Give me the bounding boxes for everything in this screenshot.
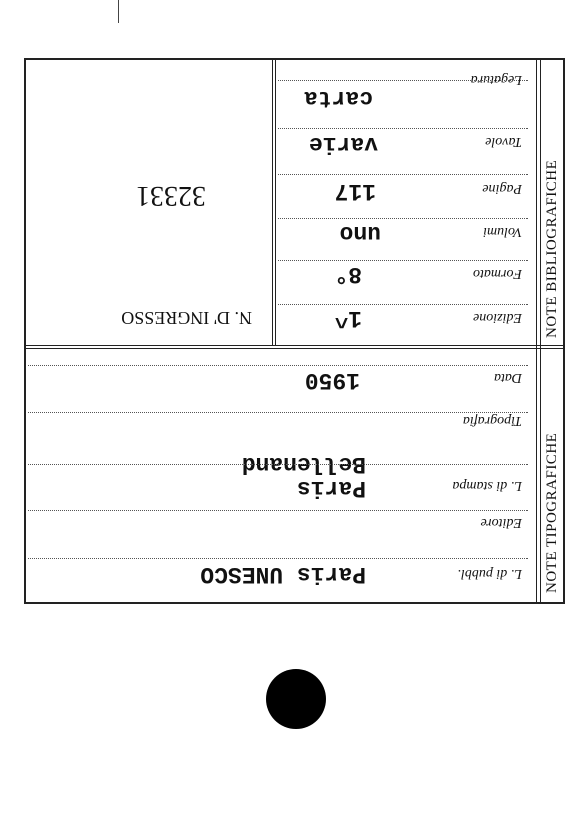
field-label-pagine: Pagine: [482, 181, 522, 196]
field-label-l-pubbl: L. di pubbl.: [457, 566, 522, 581]
dotted-line: [28, 558, 528, 559]
field-value-l-pubbl: Paris UNESCO: [200, 561, 366, 587]
field-label-editore: Editore: [480, 515, 522, 530]
dotted-line: [278, 304, 528, 305]
field-value-data: 1950: [304, 367, 360, 393]
field-label-formato: Formato: [473, 266, 522, 281]
card-left-border: [563, 58, 565, 604]
fields-divider-b: [272, 60, 273, 346]
dotted-line: [28, 412, 528, 413]
section-divider-a: [24, 348, 565, 349]
dotted-line: [278, 260, 528, 261]
ingresso-label: N. D' INGRESSO: [121, 308, 252, 328]
title-column-divider-b: [536, 60, 537, 602]
field-value-legatura: carta: [303, 85, 373, 111]
field-value-volumi: uno: [339, 220, 381, 246]
field-value-tavole: varie: [308, 131, 378, 157]
field-label-volumi: Volumi: [483, 224, 522, 239]
dotted-line: [278, 80, 528, 81]
dotted-line: [278, 174, 528, 175]
field-value-edizione: 1^: [334, 305, 362, 331]
field-label-data: Data: [494, 370, 522, 385]
fields-divider-a: [275, 60, 276, 346]
punch-hole: [266, 669, 326, 729]
card-top-border: [24, 602, 565, 604]
field-label-l-stampa: L. di stampa: [452, 478, 522, 493]
card-right-border: [24, 58, 26, 604]
field-value-l-stampa: Paris Bellenand: [241, 451, 366, 501]
card-bottom-border: [24, 58, 565, 60]
title-column-divider-a: [540, 60, 541, 602]
field-label-tavole: Tavole: [485, 134, 522, 149]
dotted-line: [28, 464, 528, 465]
field-label-edizione: Edizione: [473, 310, 522, 325]
dotted-line: [28, 365, 528, 366]
dotted-line: [278, 218, 528, 219]
field-value-pagine: 117: [334, 178, 376, 204]
dotted-line: [278, 128, 528, 129]
field-label-legatura: Legatura: [470, 72, 522, 87]
section-divider-b: [24, 345, 565, 346]
ingresso-number: 32331: [136, 180, 206, 211]
bibliografiche-title: NOTE BIBLIOGRAFICHE: [544, 159, 560, 338]
fold-mark: [118, 0, 119, 23]
tipografiche-title: NOTE TIPOGRAFICHE: [544, 432, 560, 593]
dotted-line: [28, 510, 528, 511]
field-label-tipografia: Tipografia: [462, 413, 522, 428]
field-value-formato: 8°: [334, 261, 362, 287]
